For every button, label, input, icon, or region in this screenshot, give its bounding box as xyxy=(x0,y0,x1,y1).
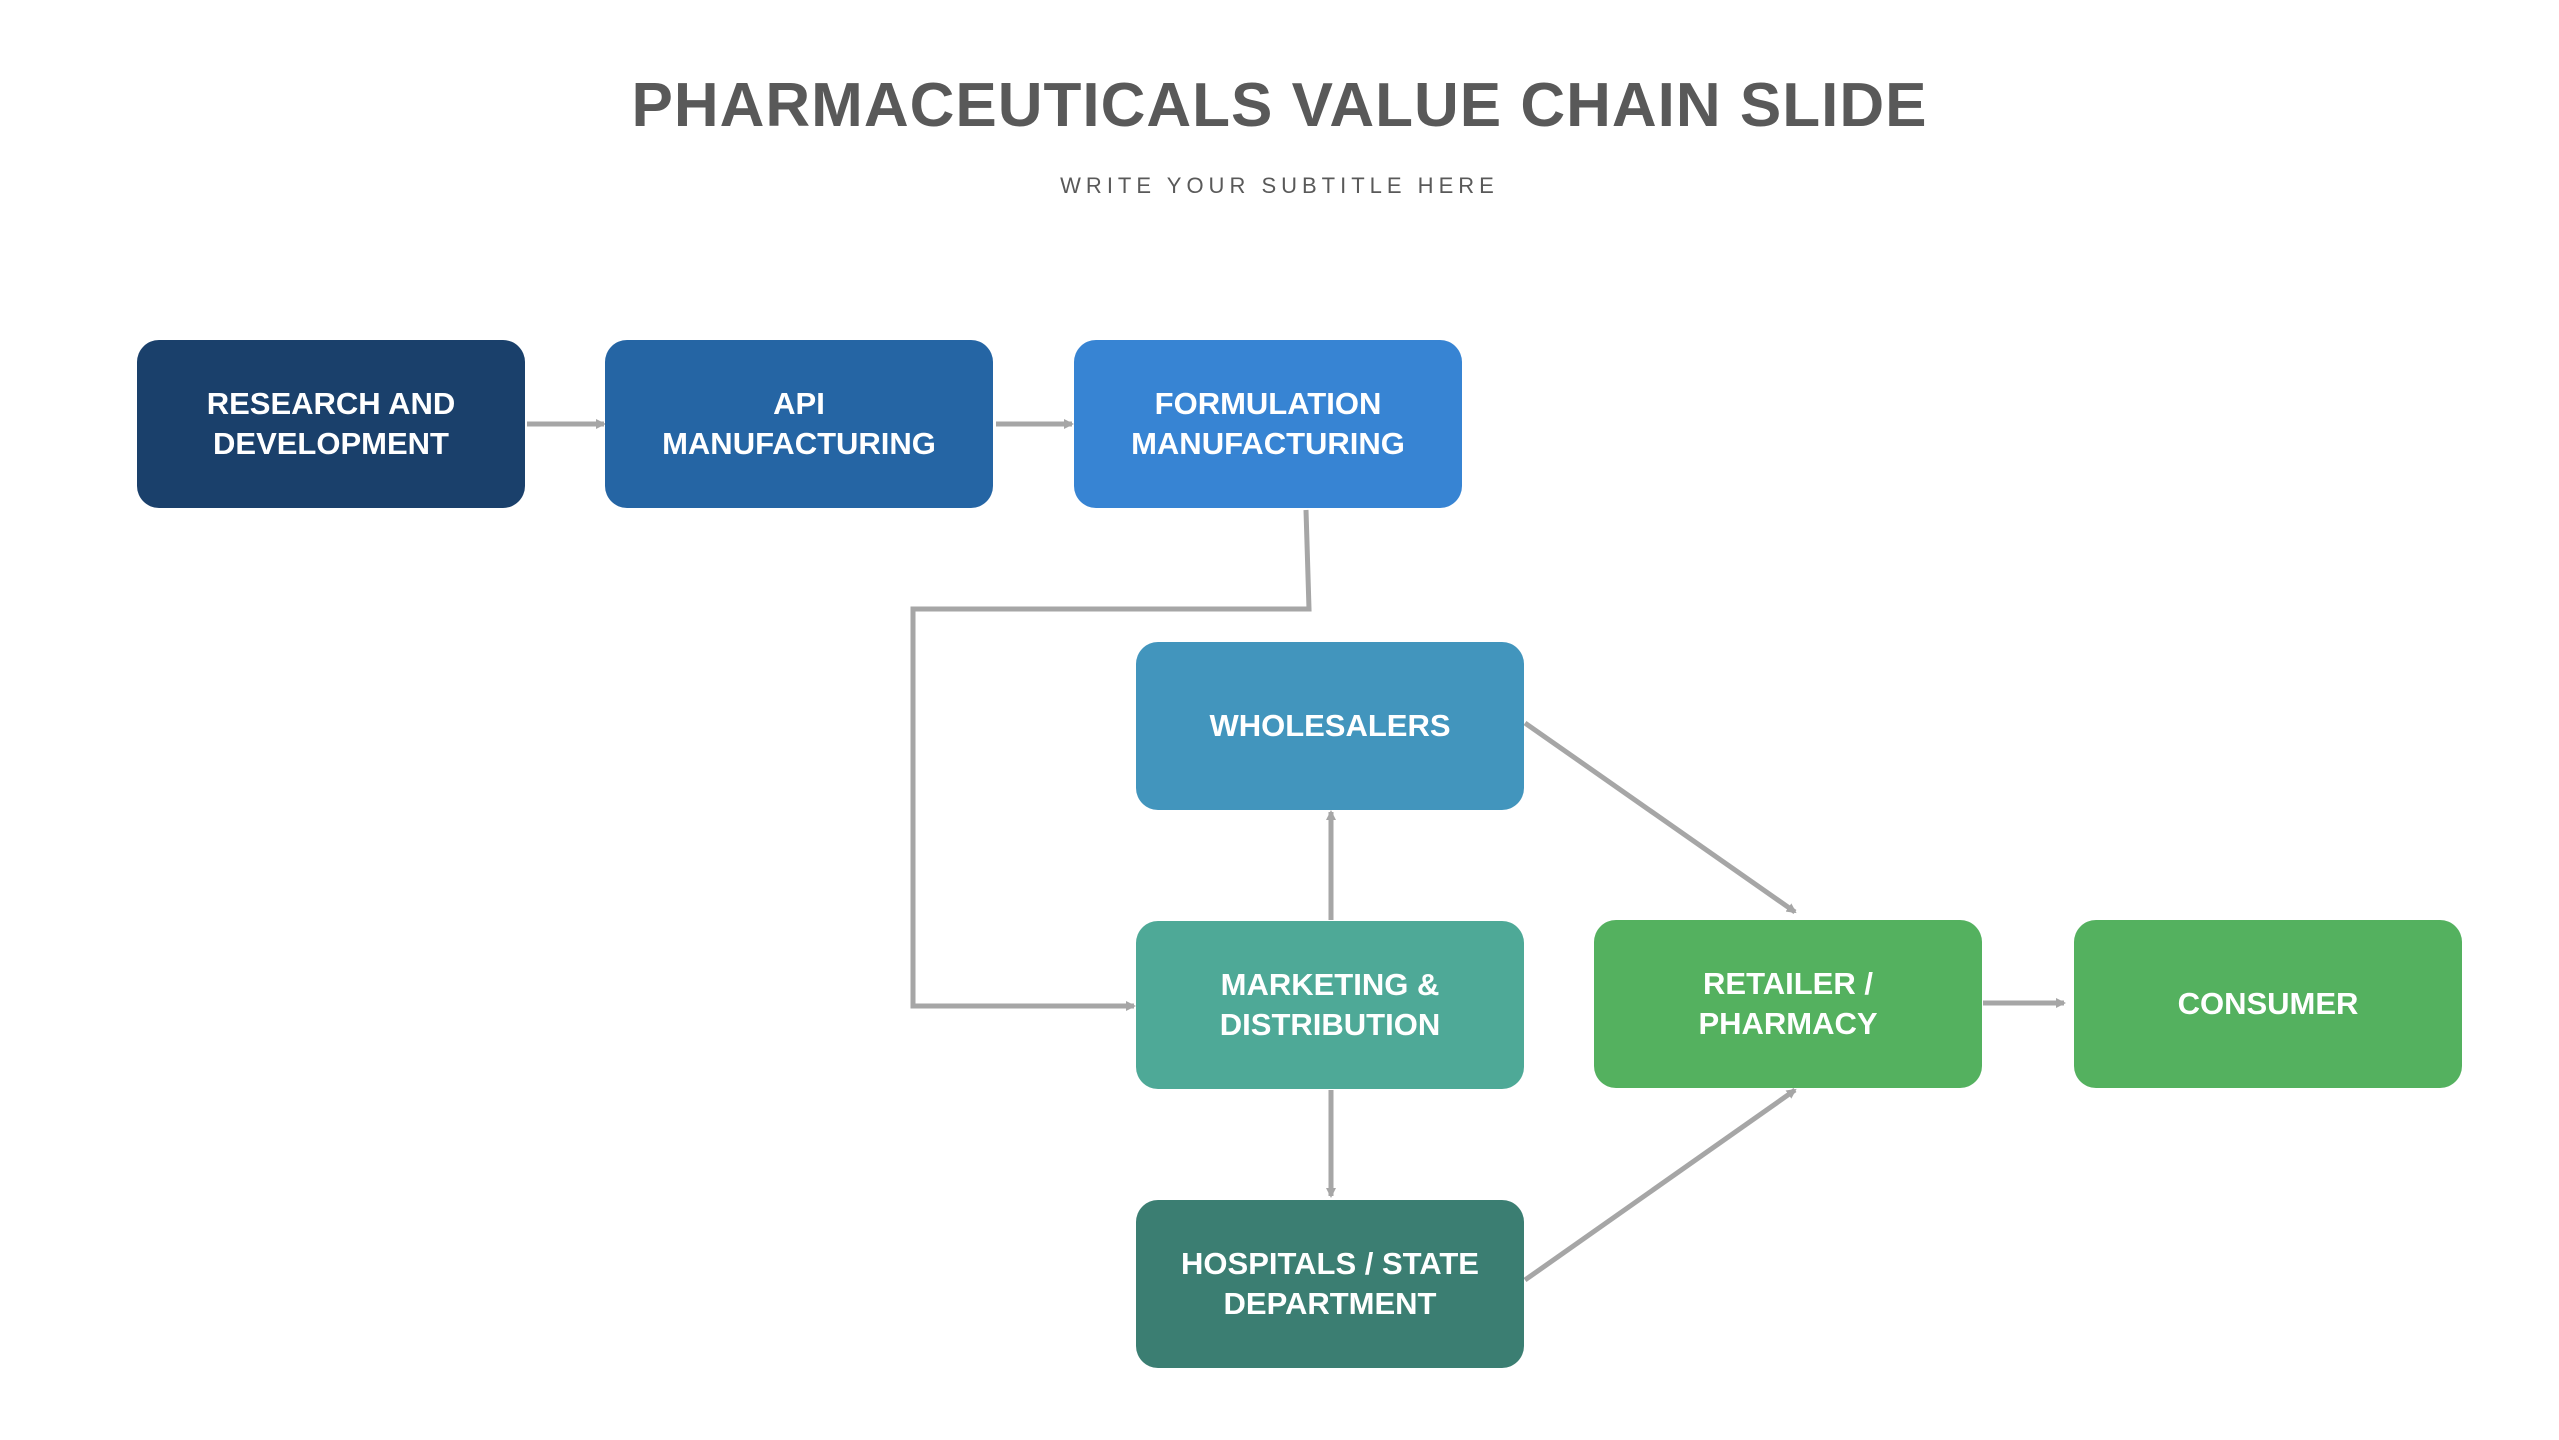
node-consumer: CONSUMER xyxy=(2074,920,2462,1088)
slide-title: PHARMACEUTICALS VALUE CHAIN SLIDE xyxy=(631,71,1928,140)
slide-subtitle: WRITE YOUR SUBTITLE HERE xyxy=(1060,173,1499,198)
node-consumer-label: CONSUMER xyxy=(2177,986,2359,1021)
node-marketing-label: MARKETING & DISTRIBUTION xyxy=(1219,967,1441,1042)
node-retailer-label: RETAILER / PHARMACY xyxy=(1698,966,1878,1041)
node-api-manufacturing: API MANUFACTURING xyxy=(605,340,993,508)
node-hospitals-state-department: HOSPITALS / STATE DEPARTMENT xyxy=(1136,1200,1524,1368)
node-hospitals-label: HOSPITALS / STATE DEPARTMENT xyxy=(1181,1246,1479,1321)
node-formulation-manufacturing: FORMULATION MANUFACTURING xyxy=(1074,340,1462,508)
arrow-hospitals-to-retailer xyxy=(1523,1087,1797,1283)
node-research-and-development: RESEARCH AND DEVELOPMENT xyxy=(137,340,525,508)
node-formulation-label: FORMULATION MANUFACTURING xyxy=(1131,386,1405,461)
node-api-label: API MANUFACTURING xyxy=(662,386,936,461)
arrow-formulation-to-marketing xyxy=(910,509,1312,1011)
node-marketing-and-distribution: MARKETING & DISTRIBUTION xyxy=(1136,921,1524,1089)
arrow-wholesalers-to-retailer xyxy=(1523,720,1797,915)
node-retailer-pharmacy: RETAILER / PHARMACY xyxy=(1594,920,1982,1088)
node-wholesalers: WHOLESALERS xyxy=(1136,642,1524,810)
node-wholesalers-label: WHOLESALERS xyxy=(1209,708,1451,743)
node-research-label: RESEARCH AND DEVELOPMENT xyxy=(206,386,456,461)
